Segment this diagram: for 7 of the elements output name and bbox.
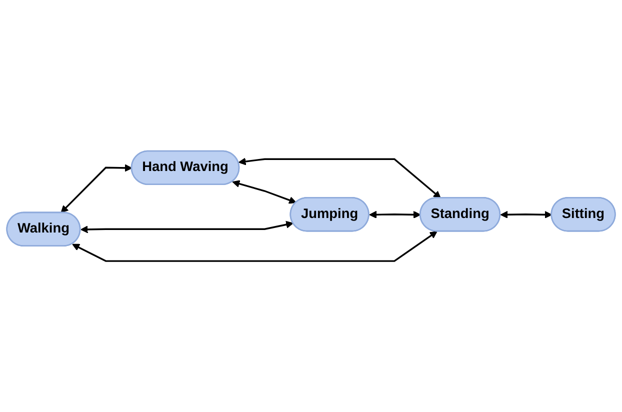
arrow (500, 210, 552, 218)
arrow (238, 158, 441, 198)
arrow (60, 164, 132, 213)
arrow (232, 180, 296, 204)
arrow (72, 231, 438, 262)
arrow (369, 210, 421, 218)
arrow (80, 220, 294, 234)
